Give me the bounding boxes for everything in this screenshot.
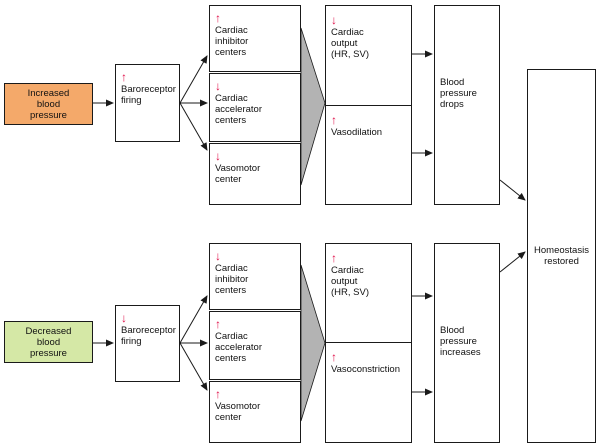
- result-top-label: Blood pressure drops: [440, 77, 477, 110]
- baroreceptor-bottom-trend-arrow: ↓: [121, 311, 127, 325]
- result-box-bottom: Blood pressure increases: [434, 243, 500, 443]
- center-bottom-inhibitor-label: Cardiac inhibitor centers: [215, 263, 249, 296]
- result-box-top: Blood pressure drops: [434, 5, 500, 205]
- effect-top-cardiac-output-label: Cardiac output (HR, SV): [331, 27, 369, 60]
- baroreceptor-box-top: ↑ Baroreceptor firing: [115, 64, 180, 142]
- center-bottom-vasomotor-trend-arrow: ↑: [215, 387, 221, 401]
- center-box-top-accelerator: ↓ Cardiac accelerator centers: [209, 73, 301, 142]
- baroreceptor-top-label: Baroreceptor firing: [121, 84, 176, 106]
- connector-result-to-outcome-bottom: [499, 251, 526, 273]
- center-top-accelerator-trend-arrow: ↓: [215, 79, 221, 93]
- effect-bottom-vasoconstriction-label: Vasoconstriction: [331, 364, 400, 375]
- effect-bottom-vasoconstriction: ↑ Vasoconstriction: [326, 343, 411, 379]
- effect-top-vasodilation: ↑ Vasodilation: [326, 106, 411, 142]
- stimulus-decreased-bp-label: Decreased blood pressure: [25, 325, 72, 359]
- stimulus-increased-bp-label: Increased blood pressure: [27, 87, 70, 121]
- baroreceptor-bottom-label: Baroreceptor firing: [121, 325, 176, 347]
- stimulus-decreased-bp: Decreased blood pressure: [4, 321, 93, 363]
- connector-result-to-outcome-top: [499, 179, 526, 201]
- center-top-inhibitor-label: Cardiac inhibitor centers: [215, 25, 249, 58]
- connector-baroreceptor-to-vasomotor-top: [179, 102, 208, 151]
- merge-arrow-top: [300, 27, 326, 186]
- effect-bottom-vasoconstriction-trend-arrow: ↑: [331, 350, 337, 364]
- center-box-bottom-accelerator: ↑ Cardiac accelerator centers: [209, 311, 301, 380]
- center-top-vasomotor-label: Vasomotor center: [215, 163, 261, 185]
- center-box-bottom-inhibitor: ↓ Cardiac inhibitor centers: [209, 243, 301, 310]
- center-box-top-inhibitor: ↑ Cardiac inhibitor centers: [209, 5, 301, 72]
- baroreceptor-top-trend-arrow: ↑: [121, 70, 127, 84]
- effect-bottom-cardiac-output: ↑ Cardiac output (HR, SV): [326, 244, 411, 302]
- effects-box-bottom: ↑ Cardiac output (HR, SV) ↑ Vasoconstric…: [325, 243, 412, 443]
- merge-arrow-bottom: [300, 264, 326, 422]
- effect-bottom-cardiac-output-trend-arrow: ↑: [331, 251, 337, 265]
- center-box-bottom-vasomotor: ↑ Vasomotor center: [209, 381, 301, 443]
- center-box-top-vasomotor: ↓ Vasomotor center: [209, 143, 301, 205]
- center-top-vasomotor-trend-arrow: ↓: [215, 149, 221, 163]
- center-top-accelerator-label: Cardiac accelerator centers: [215, 93, 262, 126]
- center-bottom-vasomotor-label: Vasomotor center: [215, 401, 261, 423]
- effect-top-cardiac-output-trend-arrow: ↓: [331, 13, 337, 27]
- connector-baroreceptor-to-inhibitor-top: [179, 55, 208, 104]
- result-bottom-label: Blood pressure increases: [440, 325, 481, 358]
- effects-box-top: ↓ Cardiac output (HR, SV) ↑ Vasodilation: [325, 5, 412, 205]
- center-top-inhibitor-trend-arrow: ↑: [215, 11, 221, 25]
- effects-bottom-divider: [326, 342, 411, 343]
- center-bottom-accelerator-trend-arrow: ↑: [215, 317, 221, 331]
- center-bottom-inhibitor-trend-arrow: ↓: [215, 249, 221, 263]
- effect-top-vasodilation-trend-arrow: ↑: [331, 113, 337, 127]
- connector-baroreceptor-to-vasomotor-bottom: [179, 342, 208, 391]
- effect-top-cardiac-output: ↓ Cardiac output (HR, SV): [326, 6, 411, 64]
- effect-top-vasodilation-label: Vasodilation: [331, 127, 383, 138]
- effects-top-divider: [326, 105, 411, 106]
- effect-bottom-cardiac-output-label: Cardiac output (HR, SV): [331, 265, 369, 298]
- connector-baroreceptor-to-inhibitor-bottom: [179, 295, 208, 344]
- center-bottom-accelerator-label: Cardiac accelerator centers: [215, 331, 262, 364]
- outcome-box: Homeostasis restored: [527, 69, 596, 443]
- baroreceptor-box-bottom: ↓ Baroreceptor firing: [115, 305, 180, 382]
- stimulus-increased-bp: Increased blood pressure: [4, 83, 93, 125]
- outcome-label: Homeostasis restored: [534, 245, 589, 267]
